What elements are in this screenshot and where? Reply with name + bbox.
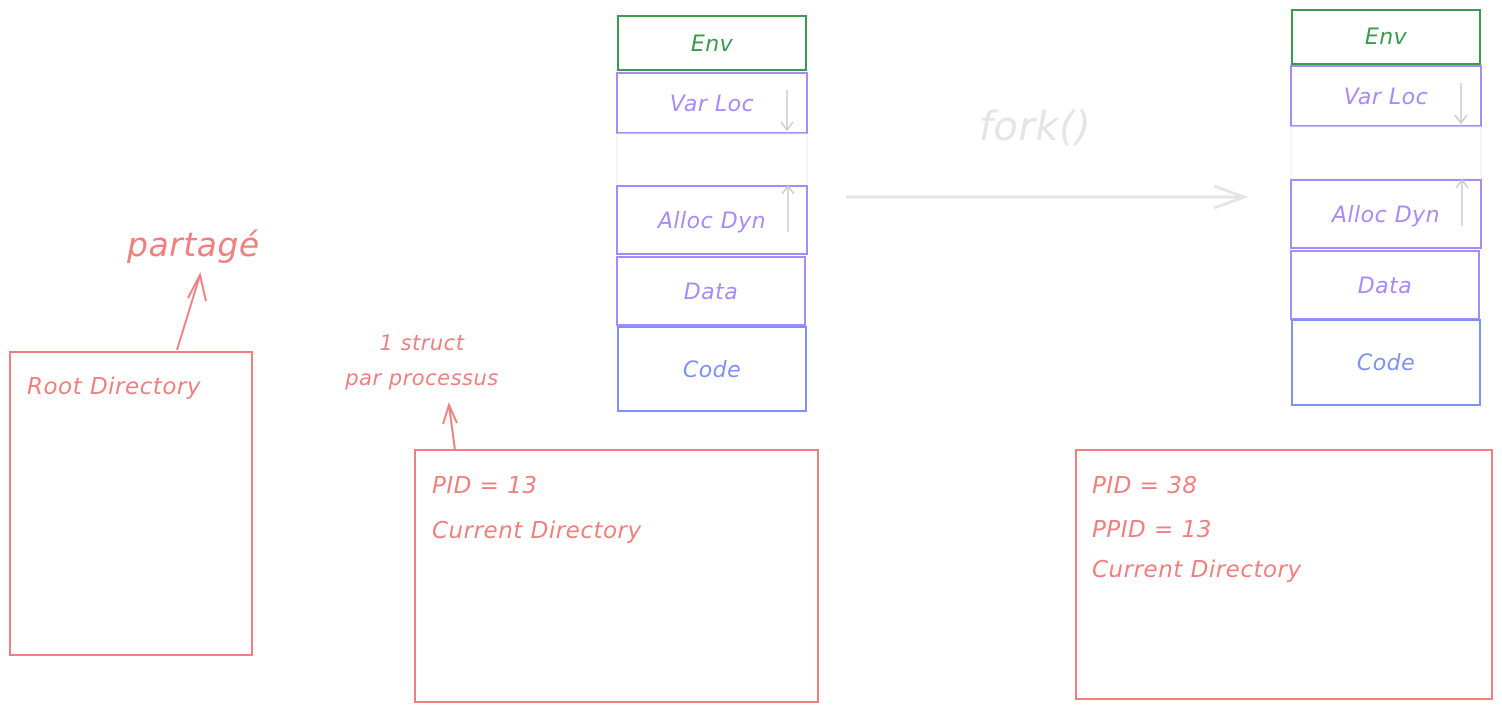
child-env-segment <box>1291 9 1481 65</box>
parent-var-loc-segment <box>616 72 808 134</box>
shared-arrow <box>176 272 207 351</box>
parent-pid: PID = 13 <box>432 473 538 499</box>
child-ppid: PPID = 13 <box>1092 517 1212 543</box>
parent-current-directory: Current Directory <box>432 518 642 544</box>
fork-arrow <box>846 184 1249 210</box>
parent-stack-down-arrow <box>780 90 794 132</box>
struct-note-arrow <box>442 402 458 451</box>
parent-env-label: Env <box>691 32 734 57</box>
child-code-segment <box>1291 319 1481 406</box>
child-process-struct: PID = 38 PPID = 13 Current Directory <box>1075 449 1493 700</box>
parent-struct-frame <box>414 449 819 703</box>
child-current-directory: Current Directory <box>1092 557 1302 583</box>
root-directory-box: Root Directory <box>9 351 253 656</box>
child-heap-up-arrow <box>1455 178 1469 226</box>
child-free-gap <box>1290 126 1482 180</box>
child-var-loc-segment <box>1290 65 1482 127</box>
child-data-label: Data <box>1358 274 1413 299</box>
parent-code-segment <box>617 326 807 412</box>
child-pid: PID = 38 <box>1092 473 1198 499</box>
child-var-loc-label: Var Loc <box>1344 85 1428 110</box>
struct-note-line2: par processus <box>344 366 498 390</box>
parent-alloc-dyn-segment <box>616 185 808 255</box>
fork-label: fork() <box>979 104 1091 150</box>
child-stack-down-arrow <box>1454 83 1468 125</box>
parent-code-label: Code <box>683 358 741 383</box>
child-struct-frame <box>1075 449 1493 700</box>
parent-data-label: Data <box>684 280 739 305</box>
child-code-label: Code <box>1357 351 1415 376</box>
child-alloc-dyn-label: Alloc Dyn <box>1330 203 1440 228</box>
child-alloc-dyn-segment <box>1290 179 1482 249</box>
child-env-label: Env <box>1365 25 1408 50</box>
parent-alloc-dyn-label: Alloc Dyn <box>656 209 766 234</box>
root-directory-frame <box>9 351 253 656</box>
child-memory-stack: Env Var Loc Alloc Dyn Data Code <box>1290 9 1482 406</box>
root-directory-label: Root Directory <box>27 374 201 400</box>
parent-var-loc-label: Var Loc <box>670 92 754 117</box>
parent-memory-stack: Env Var Loc Alloc Dyn Data Code <box>616 15 808 412</box>
parent-data-segment <box>616 256 806 326</box>
parent-free-gap <box>616 133 808 187</box>
shared-note: partagé <box>126 225 260 264</box>
struct-note-line1: 1 struct <box>380 331 465 355</box>
parent-env-segment <box>617 15 807 71</box>
parent-heap-up-arrow <box>781 184 795 232</box>
parent-process-struct: PID = 13 Current Directory <box>414 449 819 703</box>
